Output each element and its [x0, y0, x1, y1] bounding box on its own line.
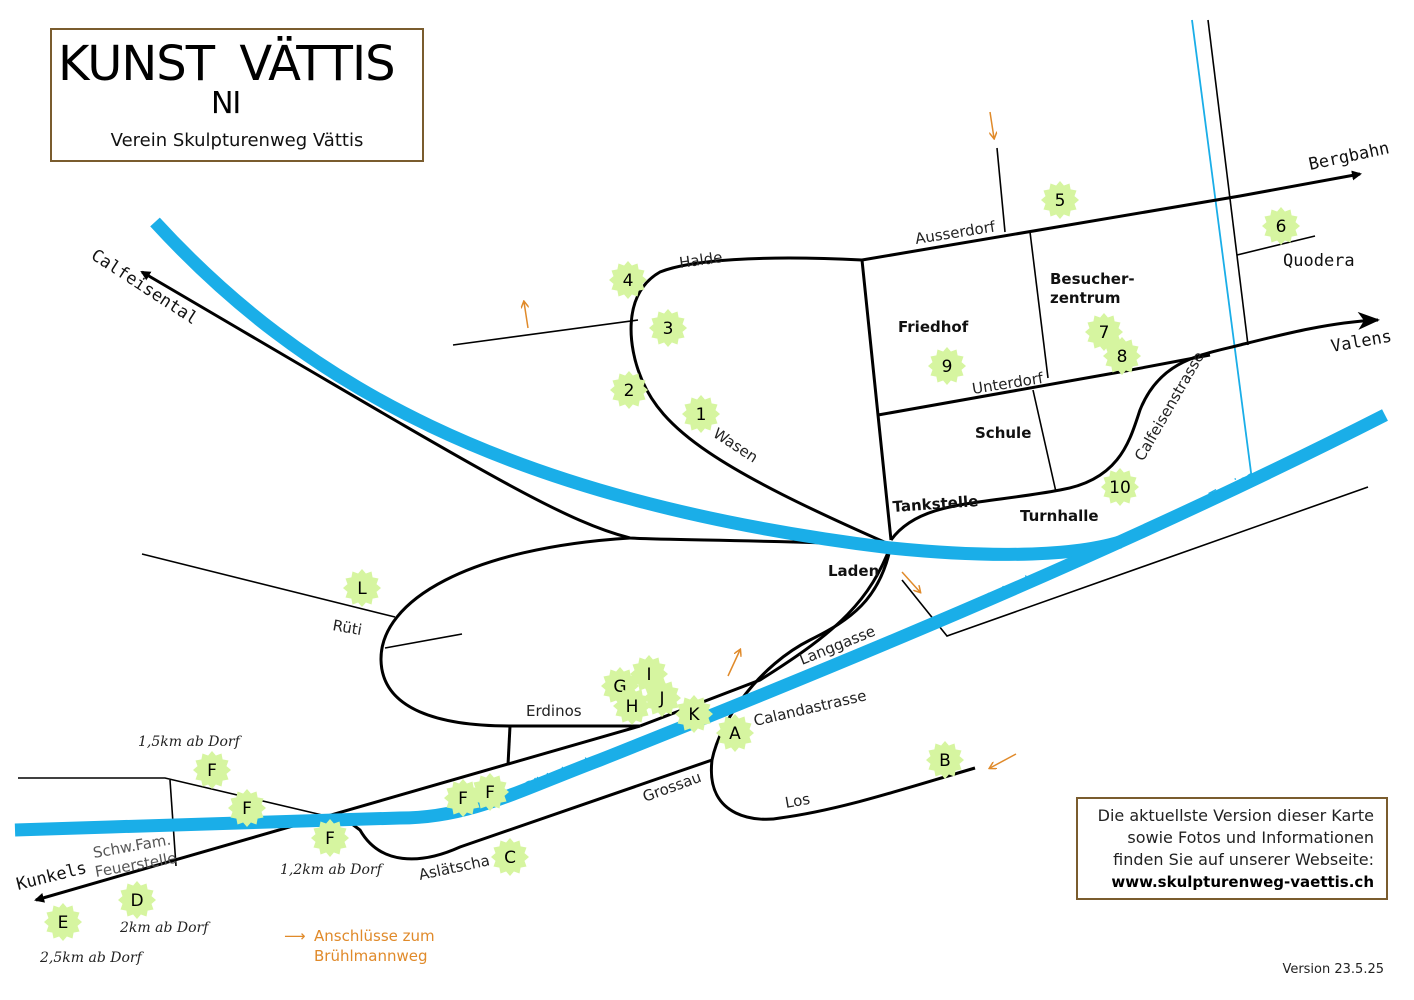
distance-2km: 2km ab Dorf: [119, 920, 211, 936]
sculpture-marker-icon[interactable]: [471, 773, 509, 811]
legend: ⟶ Anschlüsse zum Brühlmannweg: [284, 926, 435, 966]
street-erdinos: Erdinos: [526, 702, 582, 720]
distance-1-5km: 1,5km ab Dorf: [138, 734, 243, 750]
map-title: KUNSTINVÄTTIS: [58, 36, 396, 118]
sculpture-marker-label: D: [130, 891, 143, 911]
sculpture-marker-label: 10: [1109, 478, 1131, 498]
sculpture-marker-label: I: [646, 665, 651, 685]
sculpture-marker-label: B: [939, 751, 951, 771]
website-link[interactable]: www.skulpturenweg-vaettis.ch: [1111, 873, 1374, 891]
sculpture-marker-icon[interactable]: [118, 881, 156, 919]
sculpture-marker-icon[interactable]: [193, 751, 231, 789]
legend-line-2: Brühlmannweg: [314, 947, 428, 965]
sculpture-marker-icon[interactable]: [928, 347, 966, 385]
title-in: IN: [212, 83, 242, 118]
sculpture-marker-label: C: [504, 848, 516, 868]
sculpture-marker-icon[interactable]: [613, 687, 651, 725]
sculpture-marker-icon[interactable]: [343, 569, 381, 607]
sculpture-marker-label: F: [242, 799, 252, 819]
place-schule: Schule: [975, 424, 1031, 442]
sculpture-marker-icon[interactable]: [228, 789, 266, 827]
map-subtitle: Verein Skulpturenweg Vättis: [110, 130, 364, 151]
sculpture-marker-label: 4: [623, 271, 634, 291]
sculpture-marker-label: F: [207, 761, 217, 781]
info-line-1: Die aktuellste Version dieser Karte: [1097, 806, 1374, 825]
distance-2-5km: 2,5km ab Dorf: [39, 950, 145, 966]
main-roads: [34, 170, 1380, 903]
water-tamina-1: Tamina: [446, 428, 499, 462]
water-goerbsbach-2: Görbsbach: [522, 754, 598, 797]
street-halde: Halde: [678, 248, 723, 272]
sculpture-marker-label: 5: [1055, 191, 1066, 211]
sculpture-marker-icon[interactable]: [1262, 207, 1300, 245]
water-goerbsbach-1: Görbsbach: [963, 571, 1038, 617]
sculpture-marker-icon[interactable]: [610, 371, 648, 409]
sculpture-marker-icon[interactable]: [926, 741, 964, 779]
dir-quodera: Quodera: [1283, 251, 1355, 271]
info-line-3: finden Sie auf unserer Webseite:: [1113, 850, 1374, 869]
sculpture-marker-icon[interactable]: [1041, 181, 1079, 219]
sculpture-marker-label: H: [626, 697, 639, 717]
legend-line-1: Anschlüsse zum: [314, 927, 435, 945]
thin-roads: [18, 19, 1369, 867]
info-line-2: sowie Fotos und Informationen: [1127, 828, 1374, 847]
sculpture-marker-icon[interactable]: [609, 261, 647, 299]
dir-bergbahn: Bergbahn: [1307, 138, 1391, 175]
place-besucherzentrum-2: zentrum: [1050, 289, 1120, 307]
place-tankstelle: Tankstelle: [892, 492, 979, 516]
dir-valens: Valens: [1329, 327, 1393, 357]
sculpture-marker-icon[interactable]: [1101, 468, 1139, 506]
place-labels: Friedhof Besucher- zentrum Schule Tankst…: [828, 270, 1135, 580]
sculpture-marker-icon[interactable]: [716, 714, 754, 752]
street-rueti: Rüti: [331, 616, 363, 639]
title-vaettis: VÄTTIS: [239, 36, 395, 92]
title-box: KUNSTINVÄTTIS Verein Skulpturenweg Vätti…: [50, 28, 424, 162]
legend-arrow-icon: ⟶: [284, 927, 306, 945]
sculpture-marker-label: 9: [942, 357, 953, 377]
distance-1-2km: 1,2km ab Dorf: [280, 862, 385, 878]
sculpture-marker-label: 2: [624, 381, 635, 401]
sculpture-marker-label: F: [325, 829, 335, 849]
sculpture-marker-label: A: [729, 724, 741, 744]
sculpture-marker-label: 1: [696, 405, 707, 425]
connector-arrows: [524, 111, 1017, 768]
sculpture-marker-label: K: [688, 705, 700, 725]
street-wasen: Wasen: [710, 424, 761, 466]
sculpture-marker-icon[interactable]: [649, 309, 687, 347]
sculpture-marker-icon[interactable]: [491, 838, 529, 876]
sculpture-marker-icon[interactable]: [1103, 337, 1141, 375]
place-friedhof: Friedhof: [898, 318, 969, 336]
street-los: Los: [784, 790, 812, 812]
place-laden: Laden: [828, 562, 879, 580]
sculpture-marker-label: 7: [1099, 323, 1110, 343]
sculpture-marker-label: F: [458, 789, 468, 809]
sculpture-marker-icon[interactable]: [675, 695, 713, 733]
sculpture-marker-label: J: [658, 689, 664, 709]
sculpture-marker-label: 3: [663, 319, 674, 339]
sculpture-marker-icon[interactable]: [682, 395, 720, 433]
version-label: Version 23.5.25: [1282, 962, 1384, 977]
sculpture-marker-icon[interactable]: [444, 779, 482, 817]
info-box: Die aktuellste Version dieser Karte sowi…: [1076, 797, 1388, 900]
sculpture-marker-label: L: [357, 579, 367, 599]
place-turnhalle: Turnhalle: [1020, 507, 1099, 525]
sculpture-marker-label: E: [58, 913, 69, 933]
sculpture-marker-icon[interactable]: [44, 903, 82, 941]
sculpture-marker-label: F: [485, 783, 495, 803]
title-kunst: KUNST: [58, 36, 215, 92]
sculpture-marker-label: 8: [1117, 347, 1128, 367]
sculpture-marker-icon[interactable]: [643, 679, 681, 717]
distance-labels: 1,5km ab Dorf 1,2km ab Dorf 2km ab Dorf …: [39, 734, 385, 966]
sculpture-marker-icon[interactable]: [311, 819, 349, 857]
sculpture-marker-label: 6: [1276, 217, 1287, 237]
place-besucherzentrum-1: Besucher-: [1050, 270, 1135, 288]
